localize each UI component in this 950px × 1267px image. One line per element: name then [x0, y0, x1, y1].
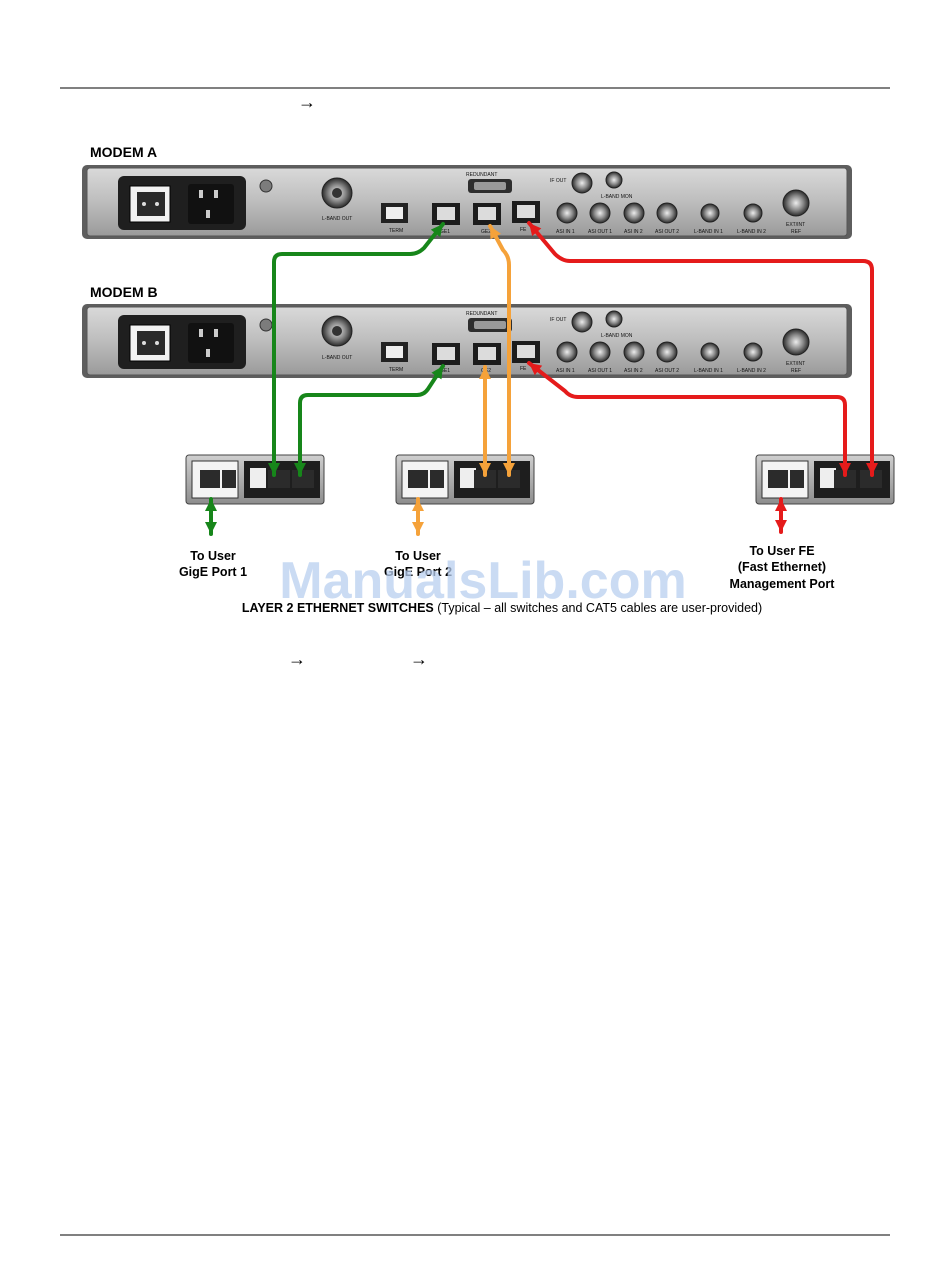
modem-a-asi-out-2-label: ASI OUT 2: [655, 229, 679, 235]
modem-b-lband-mon-label: L-BAND MON: [601, 333, 633, 339]
body-arrow-glyph-1: →: [288, 649, 306, 669]
switch-gige1: [186, 455, 324, 504]
modem-b-asi-out-1-connector: [590, 342, 610, 362]
cable-ge1-user-end-arrowhead: [205, 522, 217, 534]
fe-user-label-line3: Management Port: [730, 577, 836, 591]
modem-a-if-out-label: IF OUT: [550, 178, 566, 184]
modem-a-rear-panel: L-BAND OUT TERM REDUNDANT GE1 GE2 FE IF …: [82, 165, 852, 239]
switch-fe-user-port: [768, 470, 788, 488]
modem-a-asi-in-2-connector: [624, 203, 644, 223]
modem-b-ref-label: REF: [791, 368, 801, 374]
modem-a-lband-mon-connector: [606, 172, 622, 188]
modem-a-ground-screw: [260, 180, 272, 192]
switches-caption: LAYER 2 ETHERNET SWITCHES (Typical – all…: [242, 601, 762, 615]
modem-b-redundant-label: REDUNDANT: [466, 311, 497, 317]
cable-ge2-user-end-arrowhead: [412, 522, 424, 534]
switch-gige1-user-port: [200, 470, 220, 488]
switch-gige2-user-port: [408, 470, 428, 488]
modem-a-fe-label: FE: [520, 227, 527, 233]
modem-a-term-label: TERM: [389, 228, 403, 234]
modem-b-ext-int-label: EXT/INT: [786, 361, 805, 367]
switch-gige1-modem-a-port: [268, 470, 290, 488]
modem-a-ext-ref-connector: [783, 190, 809, 216]
modem-a-lband-in-2-label: L-BAND IN 2: [737, 229, 766, 235]
modem-b-asi-out-1-label: ASI OUT 1: [588, 368, 612, 374]
modem-a-ref-label: REF: [791, 229, 801, 235]
header-arrow-glyph: →: [298, 92, 316, 112]
modem-a-lband-out-label: L-BAND OUT: [322, 216, 352, 222]
gige1-user-label-line2: GigE Port 1: [179, 565, 247, 579]
modem-b-asi-in-2-connector: [624, 342, 644, 362]
modem-b-term-label: TERM: [389, 367, 403, 373]
modem-b-lband-in-2-connector: [744, 343, 762, 361]
switch-gige2: [396, 455, 534, 504]
modem-a-ge2-label: GE2: [481, 229, 491, 235]
modem-b-asi-in-1-label: ASI IN 1: [556, 368, 575, 374]
modem-a-asi-out-2-connector: [657, 203, 677, 223]
switches-caption-bold: LAYER 2 ETHERNET SWITCHES: [242, 601, 434, 615]
modem-b-asi-out-2-connector: [657, 342, 677, 362]
gige1-user-label-line1: To User: [190, 549, 236, 563]
switch-gige1-modem-b-port: [292, 470, 314, 488]
body-arrow-glyph-2: →: [410, 649, 428, 669]
modem-a-asi-out-1-label: ASI OUT 1: [588, 229, 612, 235]
modem-a-asi-in-2-label: ASI IN 2: [624, 229, 643, 235]
modem-b-if-out-label: IF OUT: [550, 317, 566, 323]
modem-b-lband-in-1-label: L-BAND IN 1: [694, 368, 723, 374]
modem-b-if-out-connector: [572, 312, 592, 332]
modem-b-lband-out-label: L-BAND OUT: [322, 355, 352, 361]
modem-b-fe-label: FE: [520, 366, 527, 372]
modem-a-redundant-label: REDUNDANT: [466, 172, 497, 178]
modem-a-iec-inlet: [188, 184, 234, 224]
modem-b-lband-in-2-label: L-BAND IN 2: [737, 368, 766, 374]
fe-user-label-line2: (Fast Ethernet): [738, 560, 826, 574]
fe-user-label-line1: To User FE: [749, 544, 814, 558]
modem-a-if-out-connector: [572, 173, 592, 193]
modem-b-ground-screw: [260, 319, 272, 331]
modem-a-lband-in-1-connector: [701, 204, 719, 222]
modem-a-lband-mon-label: L-BAND MON: [601, 194, 633, 200]
modem-b-asi-in-1-connector: [557, 342, 577, 362]
modem-b-lband-in-1-connector: [701, 343, 719, 361]
modem-a-title: MODEM A: [90, 144, 157, 160]
cable-fe-user-end-arrowhead: [775, 520, 787, 532]
modem-a-ext-int-label: EXT/INT: [786, 222, 805, 228]
modem-a-lband-in-2-connector: [744, 204, 762, 222]
modem-a-asi-in-1-label: ASI IN 1: [556, 229, 575, 235]
modem-b-iec-inlet: [188, 323, 234, 363]
switches-caption-normal: (Typical – all switches and CAT5 cables …: [434, 601, 762, 615]
modem-a-lband-in-1-label: L-BAND IN 1: [694, 229, 723, 235]
modem-b-lband-mon-connector: [606, 311, 622, 327]
modem-b-ext-ref-connector: [783, 329, 809, 355]
modem-b-asi-in-2-label: ASI IN 2: [624, 368, 643, 374]
modem-b-title: MODEM B: [90, 284, 158, 300]
modem-b-asi-out-2-label: ASI OUT 2: [655, 368, 679, 374]
modem-a-asi-in-1-connector: [557, 203, 577, 223]
modem-a-asi-out-1-connector: [590, 203, 610, 223]
modem-b-rear-panel: L-BAND OUT TERM REDUNDANT GE1 GE2 FE IF …: [82, 304, 852, 378]
